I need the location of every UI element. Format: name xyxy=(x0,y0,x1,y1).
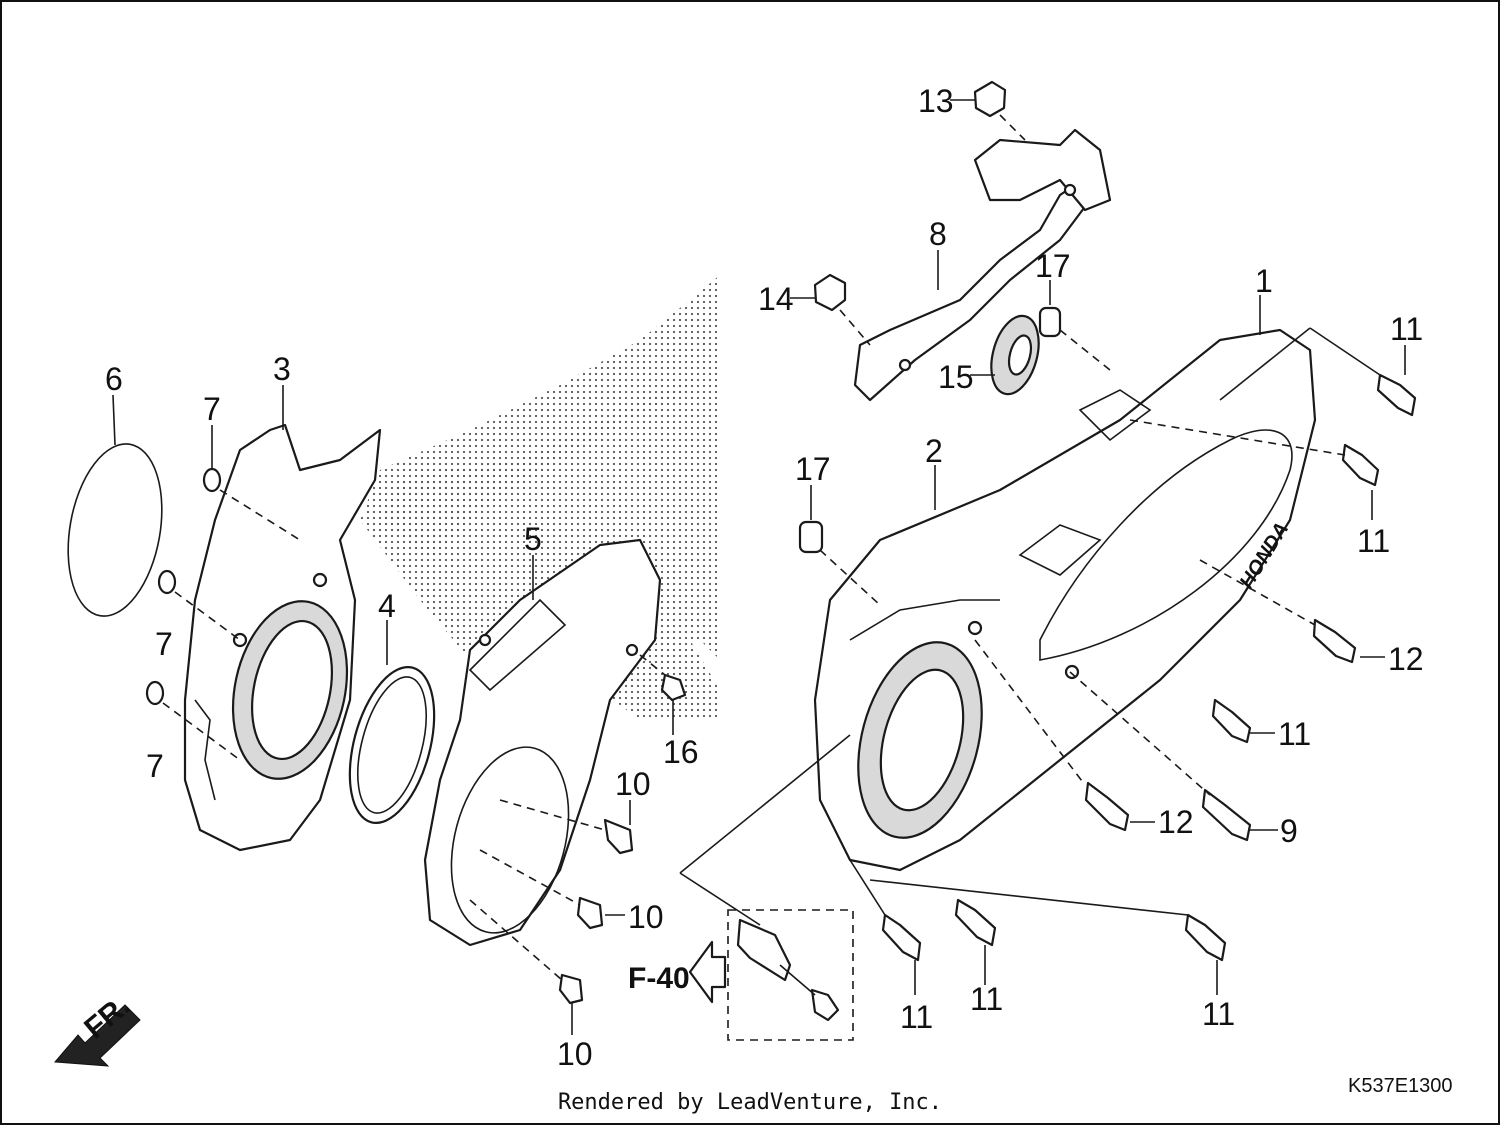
part-5-inner-cover[interactable] xyxy=(423,538,662,947)
reference-f40[interactable]: F-40 xyxy=(628,940,727,1004)
callout-6: 6 xyxy=(105,361,123,397)
callout-17a: 17 xyxy=(1035,248,1071,284)
callout-11d: 11 xyxy=(900,999,933,1035)
callout-13: 13 xyxy=(918,83,954,119)
part-3-fan-cover[interactable] xyxy=(183,385,382,852)
part-2-left-crankcase-cover[interactable]: HONDA xyxy=(813,295,1317,872)
callout-4: 4 xyxy=(378,588,396,624)
callout-12b: 12 xyxy=(1158,804,1194,840)
callout-8: 8 xyxy=(929,216,947,252)
part-15-bearing[interactable] xyxy=(970,311,1047,400)
callout-9: 9 xyxy=(1280,813,1298,849)
callout-12a: 12 xyxy=(1388,641,1424,677)
callout-7c: 7 xyxy=(146,748,164,784)
callout-11e: 11 xyxy=(970,981,1003,1017)
part-14-nut[interactable] xyxy=(790,273,871,346)
callout-15: 15 xyxy=(938,359,974,395)
callout-7b: 7 xyxy=(155,626,173,662)
callout-10a: 10 xyxy=(615,766,651,802)
front-label: FR. xyxy=(78,989,136,1045)
cover-bolts[interactable] xyxy=(849,327,1417,995)
reference-label: F-40 xyxy=(628,962,690,995)
footer-credit: Rendered by LeadVenture, Inc. xyxy=(557,1090,943,1115)
diagram-code: K537E1300 xyxy=(1348,1075,1453,1097)
callout-17b: 17 xyxy=(795,451,831,487)
callout-1: 1 xyxy=(1255,263,1273,299)
part-13-nut[interactable] xyxy=(950,80,1026,141)
callout-3: 3 xyxy=(273,351,291,387)
callout-11a: 11 xyxy=(1390,311,1423,347)
callout-14: 14 xyxy=(758,281,794,317)
callout-10c: 10 xyxy=(557,1036,593,1072)
breather-tube-detail[interactable] xyxy=(679,734,854,1041)
callout-7a: 7 xyxy=(203,391,221,427)
callout-11c: 11 xyxy=(1278,716,1311,752)
part-6-o-ring[interactable] xyxy=(56,394,175,623)
part-17-dowels[interactable] xyxy=(798,280,1111,606)
callout-10b: 10 xyxy=(628,899,664,935)
part-8-bracket[interactable] xyxy=(853,128,1112,402)
callout-5: 5 xyxy=(524,521,542,557)
callout-16: 16 xyxy=(663,734,699,770)
callout-11f: 11 xyxy=(1202,996,1235,1032)
part-7-grommets[interactable] xyxy=(145,425,301,761)
callout-11b: 11 xyxy=(1357,523,1390,559)
front-direction-indicator: FR. xyxy=(53,989,141,1067)
part-16-bolt[interactable] xyxy=(639,654,687,735)
callouts: 1 2 3 4 5 6 7 7 7 8 9 10 10 10 11 11 11 … xyxy=(105,83,1424,1072)
part-4-seal[interactable] xyxy=(335,620,450,832)
callout-2: 2 xyxy=(925,433,943,469)
part-10-bolts[interactable] xyxy=(469,799,634,1035)
